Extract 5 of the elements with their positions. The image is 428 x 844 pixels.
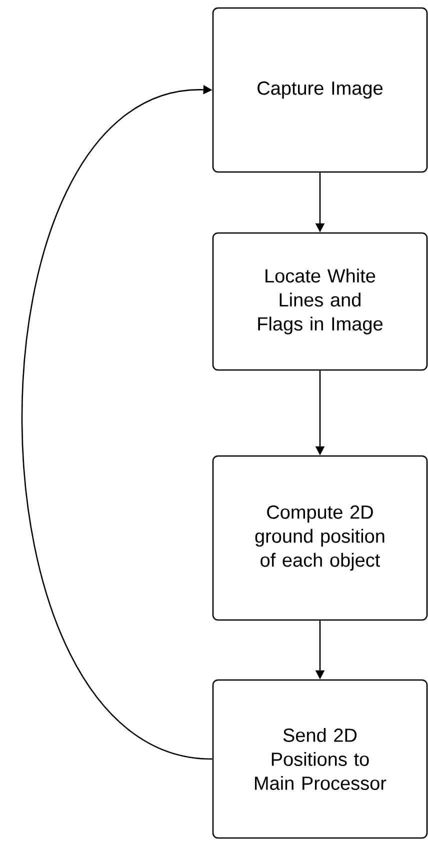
arrow	[21, 85, 212, 760]
process-box: Capture Image	[212, 7, 428, 173]
process-box: Locate White Lines and Flags in Image	[212, 232, 428, 371]
process-box: Compute 2D ground position of each object	[212, 455, 428, 621]
process-box: Send 2D Positions to Main Processor	[212, 679, 428, 839]
